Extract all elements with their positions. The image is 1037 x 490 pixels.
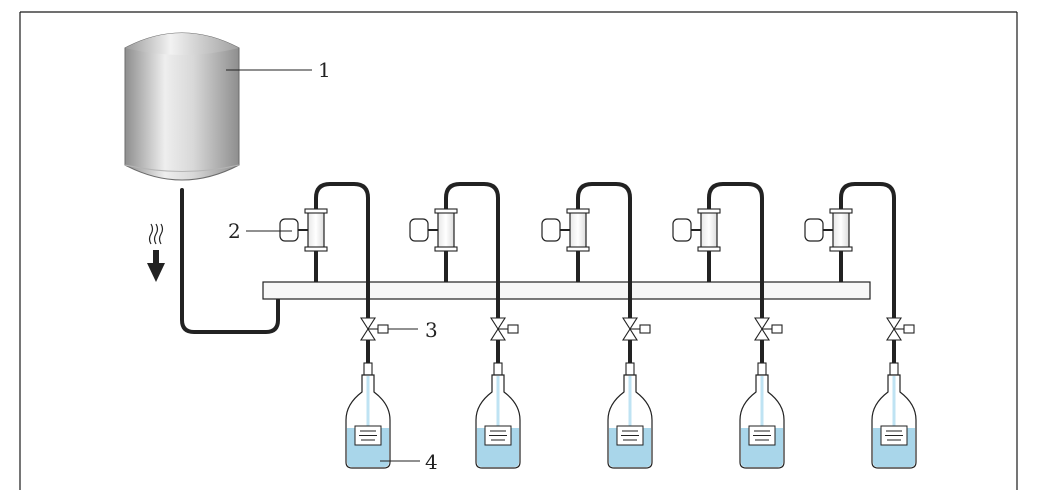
transmitter-head [804, 218, 824, 242]
valve-lower [753, 327, 771, 341]
flowmeter-flange-bottom [829, 246, 853, 252]
manifold-pipe [262, 281, 871, 300]
station-5 [804, 182, 917, 469]
supply-pipe [180, 188, 280, 334]
valve-lower [489, 327, 507, 341]
connecting-pipe [839, 182, 896, 318]
valve-lower [885, 327, 903, 341]
liquid-stream [366, 376, 370, 428]
heat-wave-down-arrow-icon [147, 223, 165, 282]
callout-tank: 1 [318, 58, 331, 82]
valve-upper [359, 317, 377, 331]
connecting-pipe [576, 182, 632, 318]
valve-lower [359, 327, 377, 341]
bottle [739, 374, 785, 469]
flowmeter-flange-top [829, 208, 853, 214]
flowmeter-flange-bottom [304, 246, 328, 252]
filling-nozzle [889, 362, 899, 376]
valve-actuator [639, 324, 651, 334]
frame [19, 11, 1018, 490]
station-1 [279, 182, 391, 469]
flowmeter-body [307, 211, 325, 249]
valve-upper [885, 317, 903, 331]
valve-actuator [507, 324, 519, 334]
filling-nozzle [363, 362, 373, 376]
valve-actuator [377, 324, 389, 334]
connecting-pipe [314, 182, 370, 318]
liquid-stream [628, 376, 632, 428]
transmitter-head [672, 218, 692, 242]
flowmeter-flange-bottom [434, 246, 458, 252]
station-3 [541, 182, 653, 469]
flowmeter-flange-bottom [697, 246, 721, 252]
connecting-pipe [444, 182, 500, 318]
valve-lower [621, 327, 639, 341]
flowmeter-flange-bottom [566, 246, 590, 252]
bottle [607, 374, 653, 469]
flowmeter-body [437, 211, 455, 249]
flowmeter-flange-top [434, 208, 458, 214]
filling-nozzle [625, 362, 635, 376]
valve-upper [753, 317, 771, 331]
callout-valve: 3 [425, 318, 438, 342]
transmitter-head [409, 218, 429, 242]
transmitter-head [541, 218, 561, 242]
valve-upper [489, 317, 507, 331]
flowmeter-body [569, 211, 587, 249]
callout-flowmeter: 2 [228, 219, 241, 243]
flowmeter-flange-top [304, 208, 328, 214]
flowmeter-body [832, 211, 850, 249]
filling-nozzle [493, 362, 503, 376]
station-4 [672, 182, 785, 469]
flowmeter-body [700, 211, 718, 249]
bottle [475, 374, 521, 469]
station-2 [409, 182, 521, 469]
bottle [345, 374, 391, 469]
flowmeter-flange-top [697, 208, 721, 214]
callout-bottle: 4 [425, 450, 438, 474]
flowmeter-flange-top [566, 208, 590, 214]
liquid-stream [760, 376, 764, 428]
liquid-stream [496, 376, 500, 428]
transmitter-head [279, 218, 299, 242]
valve-upper [621, 317, 639, 331]
filling-stations [279, 182, 917, 469]
liquid-stream [892, 376, 896, 428]
valve-actuator [903, 324, 915, 334]
callouts: 1 2 3 4 [226, 58, 438, 474]
valve-actuator [771, 324, 783, 334]
connecting-pipe [707, 182, 764, 318]
filling-nozzle [757, 362, 767, 376]
bottle [871, 374, 917, 469]
storage-tank [124, 32, 240, 181]
